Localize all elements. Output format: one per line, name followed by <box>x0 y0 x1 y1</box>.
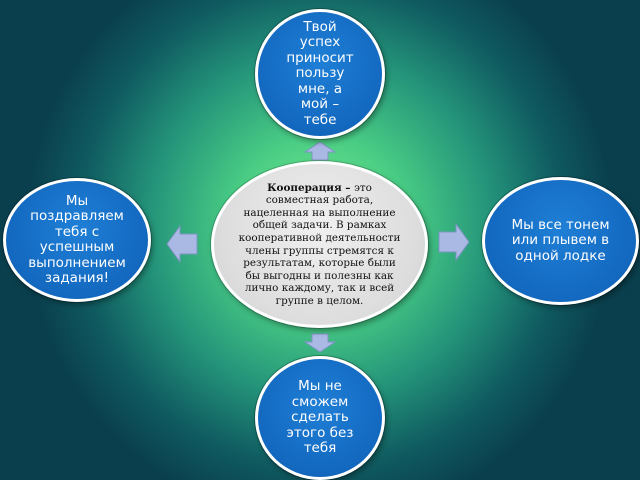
center-definition-text: это совместная работа, нацеленная на вып… <box>238 181 401 307</box>
arrow-up-icon <box>304 141 336 161</box>
arrow-down-icon <box>304 333 336 353</box>
right-circle: Мы все тонем или плывем в одной лодке <box>482 177 639 305</box>
bottom-circle: Мы не сможем сделать этого без тебя <box>255 356 385 480</box>
right-circle-text: Мы все тонем или плывем в одной лодке <box>511 216 610 264</box>
left-circle-text: Мы поздравляем тебя с успешным выполнени… <box>28 192 126 286</box>
top-circle: Твой успех приносит пользу мне, а мой – … <box>255 9 385 139</box>
arrow-left-icon <box>166 224 198 264</box>
center-definition: Кооперация – это совместная работа, наце… <box>236 182 403 308</box>
center-dash: – <box>341 181 355 194</box>
center-term: Кооперация <box>267 181 342 194</box>
bottom-circle-text: Мы не сможем сделать этого без тебя <box>286 378 354 457</box>
top-circle-text: Твой успех приносит пользу мне, а мой – … <box>286 18 354 128</box>
arrow-right-icon <box>438 222 470 262</box>
center-circle-cooperation: Кооперация – это совместная работа, наце… <box>211 161 428 328</box>
left-circle: Мы поздравляем тебя с успешным выполнени… <box>3 178 151 302</box>
